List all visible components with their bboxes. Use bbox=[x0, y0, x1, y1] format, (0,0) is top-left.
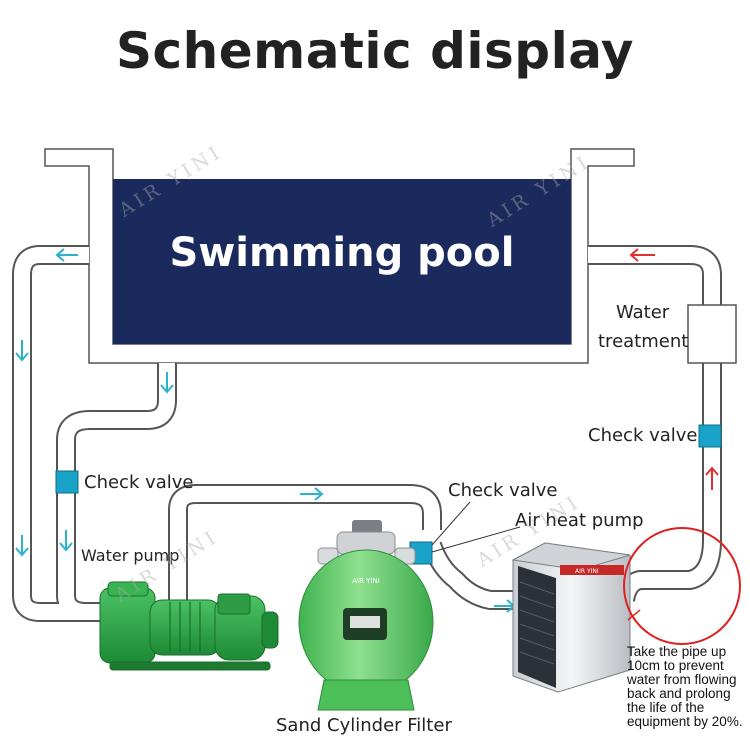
air-heat-pump: AIR YINI bbox=[511, 542, 631, 693]
check-valve-icon bbox=[698, 424, 722, 448]
note-line: Take the pipe up bbox=[627, 644, 727, 659]
return-arrow-icon bbox=[629, 248, 719, 490]
water-pump-label: Water pump bbox=[81, 546, 180, 565]
filter-brand-text: AIR YINI bbox=[352, 577, 380, 585]
sand-filter: AIR YINI bbox=[298, 520, 434, 711]
note-line: back and prolong bbox=[627, 686, 731, 701]
check-valve-icon bbox=[55, 470, 79, 494]
note-line: water from flowing bbox=[627, 672, 737, 687]
water-pump bbox=[99, 581, 279, 671]
highlight-circle-icon bbox=[623, 527, 741, 645]
note-line: equipment by 20%. bbox=[627, 714, 743, 729]
page-title: Schematic display bbox=[116, 22, 634, 80]
check-valve-left-label: Check valve bbox=[84, 472, 194, 493]
pool-water bbox=[113, 179, 571, 344]
sand-filter-label: Sand Cylinder Filter bbox=[276, 715, 452, 736]
pool-label: Swimming pool bbox=[169, 230, 515, 276]
heat-pump-brand-text: AIR YINI bbox=[575, 568, 599, 575]
water-treatment-label-2: treatment bbox=[598, 331, 689, 352]
callout-line bbox=[627, 609, 641, 621]
air-heat-pump-label: Air heat pump bbox=[515, 510, 644, 531]
note-line: 10cm to prevent bbox=[627, 658, 724, 673]
pipe-note: Take the pipe up 10cm to prevent water f… bbox=[627, 645, 750, 729]
check-valve-mid-label: Check valve bbox=[448, 480, 558, 501]
water-treatment-box bbox=[687, 304, 737, 364]
check-valve-right-label: Check valve bbox=[588, 425, 698, 446]
note-line: the life of the bbox=[627, 700, 705, 715]
water-treatment-label-1: Water bbox=[616, 302, 670, 323]
flow-arrow-icon bbox=[15, 248, 516, 613]
